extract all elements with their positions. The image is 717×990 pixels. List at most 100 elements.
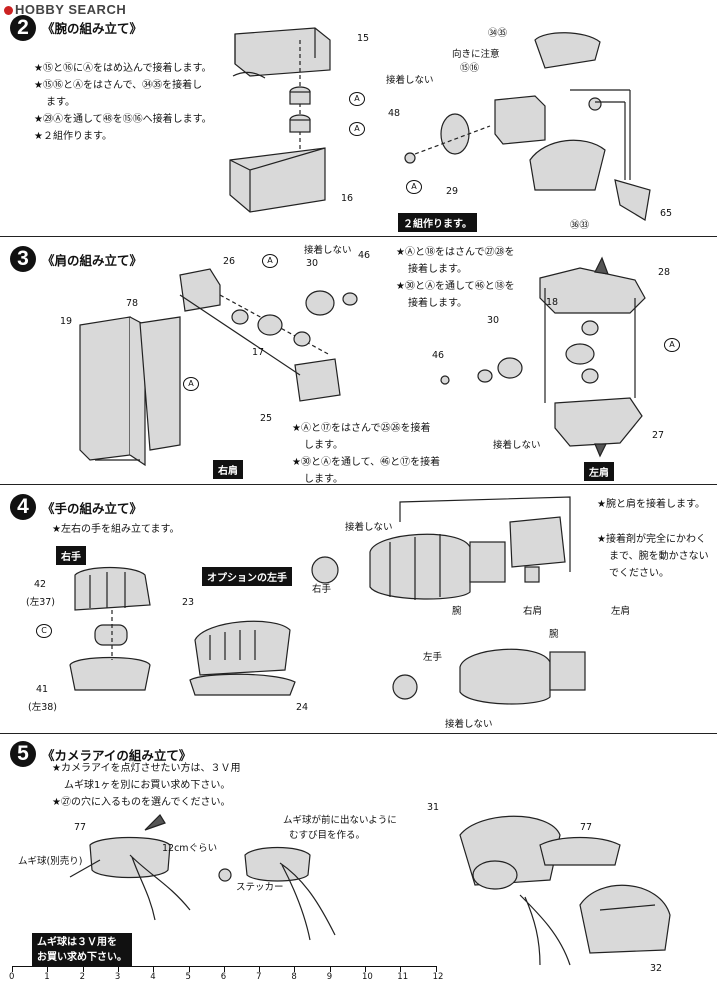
- part-label-65: 65: [660, 208, 673, 219]
- bulb-3v-tag: ムギ球は３Ｖ用を お買い求め下さい。: [32, 933, 132, 967]
- ruler-tick-label: 1: [44, 972, 50, 982]
- step4-note-r4: でください。: [609, 568, 669, 579]
- ruler-tick: [223, 966, 225, 972]
- part-label-A-2: A: [349, 122, 365, 136]
- part-label-48: 48: [388, 108, 401, 119]
- part-label-77: 77: [74, 822, 87, 833]
- step2-note-1: ★⑮と⑯にⒶをはめ込んで接着します。: [34, 63, 212, 74]
- part-label-30: 30: [306, 258, 319, 269]
- step5-note-3: ★㉗の穴に入るものを選んでください。: [52, 797, 231, 808]
- ruler-tick: [400, 966, 402, 972]
- arm-shoulder-assembly-drawing: [311, 496, 586, 705]
- option-left-hand-drawing: [189, 620, 296, 696]
- bulb-and-wires-drawing: [69, 814, 191, 921]
- step2-notes: ★⑮と⑯にⒶをはめ込んで接着します。 ★⑮⑯とⒶをはさんで、㉞㉟を接着し ます。…: [34, 60, 212, 145]
- step4-title: 《手の組み立て》: [42, 501, 143, 516]
- part-label-41: 41: [36, 684, 49, 695]
- ruler-tick-label: 5: [185, 972, 191, 982]
- section-divider-3: [0, 733, 717, 734]
- right-shoulder-tag: 右肩: [213, 460, 243, 479]
- part-label-46-b: 46: [432, 350, 445, 361]
- ruler-tick-label: 3: [114, 972, 121, 982]
- ruler-tick: [259, 966, 261, 972]
- part-label-42-left: (左37): [26, 597, 56, 608]
- arm-upper-part-drawing: [229, 27, 331, 213]
- step5-title: 《カメラアイの組み立て》: [42, 748, 192, 763]
- ruler-tick: [294, 966, 296, 972]
- step2-title: 《腕の組み立て》: [42, 21, 143, 36]
- part-label-32: 32: [650, 963, 663, 974]
- arm-label-2: 腕: [549, 629, 559, 640]
- step-number-5: 5: [10, 741, 36, 767]
- part-label-C: C: [36, 624, 52, 638]
- part-label-46: 46: [358, 250, 371, 261]
- ruler-tick: [82, 966, 84, 972]
- circle-C: C: [36, 624, 52, 638]
- knot-drawing: [218, 846, 336, 941]
- left-hand-label: 左手: [423, 652, 443, 663]
- head-camera-drawing: [459, 815, 671, 966]
- part-label-30-b: 30: [487, 315, 500, 326]
- section-divider-2: [0, 484, 717, 485]
- bulb-tag-line-2: お買い求め下さい。: [37, 952, 127, 963]
- step3-title: 《肩の組み立て》: [42, 253, 143, 268]
- no-glue-note: 接着しない: [304, 245, 352, 256]
- part-label-26: 26: [223, 256, 236, 267]
- no-glue-note-2: 接着しない: [445, 719, 493, 730]
- step3-note-r3: ★㉚とⒶを通して㊻と⑱を: [396, 281, 515, 292]
- part-label-28: 28: [658, 267, 671, 278]
- part-label-A-3: A: [664, 338, 680, 352]
- part-label-15: 15: [357, 33, 370, 44]
- ruler-tick: [435, 966, 437, 972]
- site-watermark: HOBBY SEARCH: [4, 2, 126, 17]
- ruler-tick-label: 12: [432, 972, 444, 982]
- circle-A-3: A: [664, 338, 680, 352]
- part-label-42: 42: [34, 579, 47, 590]
- section-divider-1: [0, 236, 717, 237]
- circle-A: A: [349, 92, 365, 106]
- ruler-tick: [365, 966, 366, 972]
- arm-label: 腕: [452, 606, 462, 617]
- part-label-18: 18: [546, 297, 559, 308]
- step5-note-1: ★カメラアイを点灯させたい方は、３Ｖ用: [52, 763, 241, 774]
- step2-note-5: ★２組作ります。: [34, 131, 112, 142]
- ruler-tick: [47, 966, 49, 972]
- step3-note-b4: します。: [304, 474, 343, 485]
- knot-note-2: むすび目を作る。: [289, 830, 366, 841]
- part-label-17: 17: [252, 347, 265, 358]
- step3-notes-bottom: ★Ⓐと⑰をはさんで㉕㉖を接着 します。 ★㉚とⒶを通して、㊻と⑰を接着 します。: [292, 420, 440, 488]
- circle-A-2: A: [183, 377, 199, 391]
- bulb-note: ムギ球(別売り): [18, 856, 83, 867]
- arm-lower-part-drawing: [404, 32, 651, 221]
- ruler-tick: [329, 966, 331, 972]
- step3-note-b1: ★Ⓐと⑰をはさんで㉕㉖を接着: [292, 423, 431, 434]
- step4-notes-right: ★腕と肩を接着します。 ★接着剤が完全にかわく まで、腕を動かさない でください…: [597, 496, 709, 582]
- step3-note-r1: ★Ⓐと⑱をはさんで㉗㉘を: [396, 247, 515, 258]
- ruler-tick-label: 4: [150, 972, 156, 982]
- ruler-tick-label: 7: [256, 972, 262, 982]
- part-label-A-2: A: [183, 377, 199, 391]
- ruler-tick-label: 8: [291, 972, 297, 982]
- part-label-16: 16: [341, 193, 354, 204]
- part-label-78: 78: [126, 298, 139, 309]
- step4-note-r3: まで、腕を動かさない: [609, 551, 709, 562]
- part-label-29: 29: [446, 186, 459, 197]
- sticker-label: ステッカー: [236, 882, 284, 893]
- right-shoulder-drawing: [79, 268, 358, 467]
- ruler-tick-label: 11: [397, 972, 409, 982]
- right-hand-parts-drawing: [69, 566, 151, 691]
- step3-note-b3: ★㉚とⒶを通して、㊻と⑰を接着: [292, 457, 441, 468]
- no-glue-note-2: 接着しない: [493, 440, 541, 451]
- part-label-19: 19: [60, 316, 73, 327]
- part-label-24: 24: [296, 702, 309, 713]
- step4-note-r1: ★腕と肩を接着します。: [597, 499, 705, 510]
- part-label-36-33: ㊱㉝: [570, 220, 590, 231]
- step3-note-b2: します。: [304, 440, 343, 451]
- step-number-4: 4: [10, 494, 36, 520]
- right-shoulder-label: 右肩: [523, 606, 543, 617]
- left-shoulder-tag: 左肩: [584, 462, 614, 481]
- step2-note-2: ★⑮⑯とⒶをはさんで、㉞㉟を接着し: [34, 80, 203, 91]
- part-label-27: 27: [652, 430, 665, 441]
- logo-icon: [4, 6, 13, 15]
- ruler-tick: [153, 966, 155, 972]
